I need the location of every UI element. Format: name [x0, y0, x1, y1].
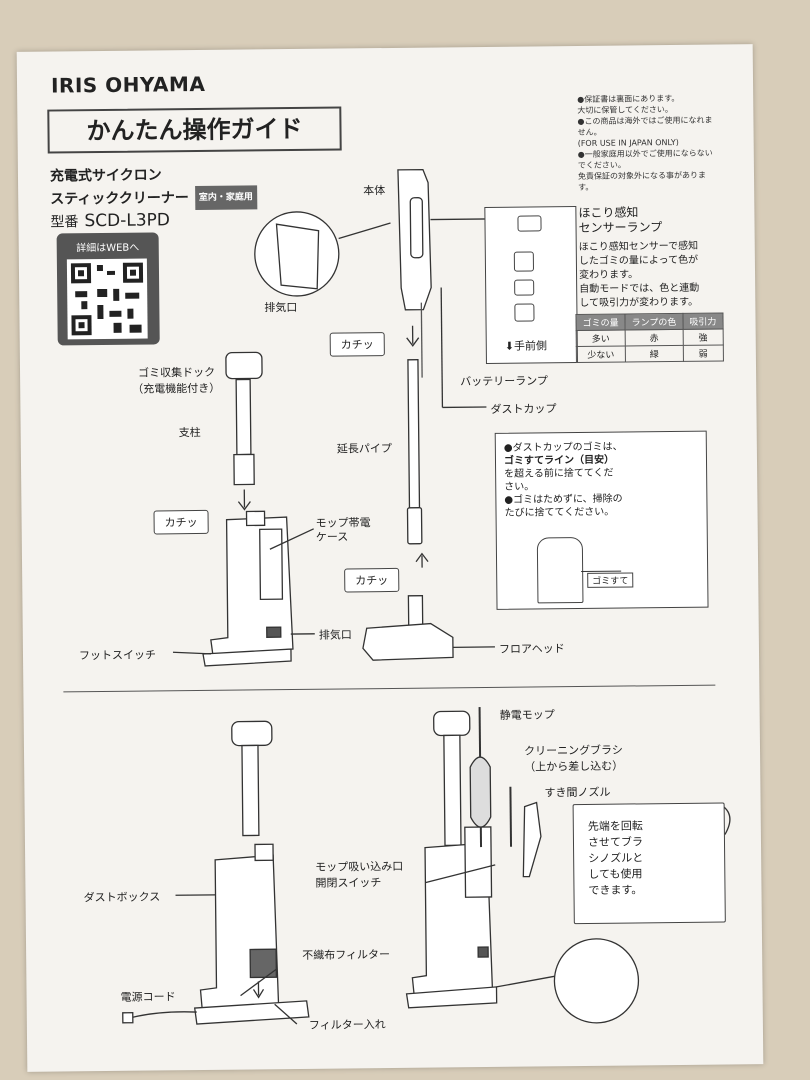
- dust-sensor-lamp: [517, 215, 542, 232]
- label-filter-slot: フィルター入れ: [308, 1018, 386, 1032]
- table-row: ゴミの量 ランプの色 吸引力: [575, 313, 723, 331]
- sensor-lamp-title: ほこり感知 センサーランプ: [578, 205, 663, 236]
- label-pole: 支柱: [178, 425, 201, 440]
- manual-sheet: IRIS OHYAMA かんたん操作ガイド 充電式サイクロン スティッククリーナ…: [16, 44, 764, 1072]
- click-bubble-2: カチッ: [153, 509, 209, 535]
- label-gap-nozzle: すき間ノズル: [544, 785, 611, 800]
- click-bubble-1: カチッ: [329, 332, 385, 357]
- sensor-lamp-description: ほこり感知センサーで感知 したゴミの量によって色が 変わります。 自動モードでは…: [578, 240, 700, 310]
- assembly-illustration: [122, 168, 731, 1025]
- arrow-down-icon: ⬇: [504, 339, 515, 353]
- label-exhaust-bottom: 排気口: [318, 628, 352, 642]
- lamp-color-table: ゴミの量 ランプの色 吸引力 多い 赤 強 少ない 緑 弱: [575, 312, 724, 363]
- auto-button: [513, 251, 535, 272]
- label-dust-box: ダストボックス: [83, 890, 161, 905]
- power-button: [514, 303, 535, 322]
- label-foot-switch: フットスイッチ: [78, 648, 157, 663]
- label-mop-case-2: ケース: [315, 530, 349, 544]
- qr-panel[interactable]: 詳細はWEBへ: [56, 232, 160, 346]
- mode-button: [514, 279, 535, 296]
- label-exhaust-top: 排気口: [264, 300, 298, 315]
- dust-cup-warning: ●ダストカップのゴミは、 ゴミすてライン（目安） を超える前に捨ててくだ さい。…: [494, 430, 709, 610]
- label-cleaning-brush: クリーニングブラシ: [523, 743, 623, 758]
- qr-code-icon: [70, 262, 144, 336]
- click-bubble-3: カチッ: [344, 567, 400, 593]
- label-body: 本体: [363, 184, 386, 198]
- label-extension-pipe: 延長パイプ: [336, 441, 392, 456]
- table-row: 多い 赤 強: [576, 329, 724, 347]
- label-dock-sub: （充電機能付き）: [132, 381, 221, 396]
- label-hand-side: ⬇手前側: [504, 339, 548, 353]
- label-dock: ゴミ収集ドック: [137, 365, 216, 380]
- label-static-mop: 静電モップ: [499, 708, 555, 722]
- label-brush-sub: （上から差し込む）: [524, 759, 624, 774]
- label-mop-switch-1: モップ吸い込み口: [315, 859, 404, 874]
- control-panel-diagram: ⬇手前側: [484, 206, 578, 364]
- label-filter: 不織布フィルター: [302, 948, 391, 962]
- qr-code: [66, 258, 148, 340]
- label-mop-switch-2: 開閉スイッチ: [315, 876, 382, 890]
- label-floor-head: フロアヘッド: [498, 642, 565, 656]
- label-dust-cup: ダストカップ: [490, 402, 557, 416]
- nozzle-callout: 先端を回転 させてブラ シノズルと しても使用 できます。: [572, 802, 726, 925]
- table-row: 少ない 緑 弱: [576, 345, 724, 363]
- gomi-line-label: ゴミすて: [587, 572, 634, 588]
- label-power-cord: 電源コード: [120, 990, 176, 1004]
- label-battery-lamp: バッテリーランプ: [460, 374, 548, 389]
- dust-cup-icon: [536, 536, 584, 604]
